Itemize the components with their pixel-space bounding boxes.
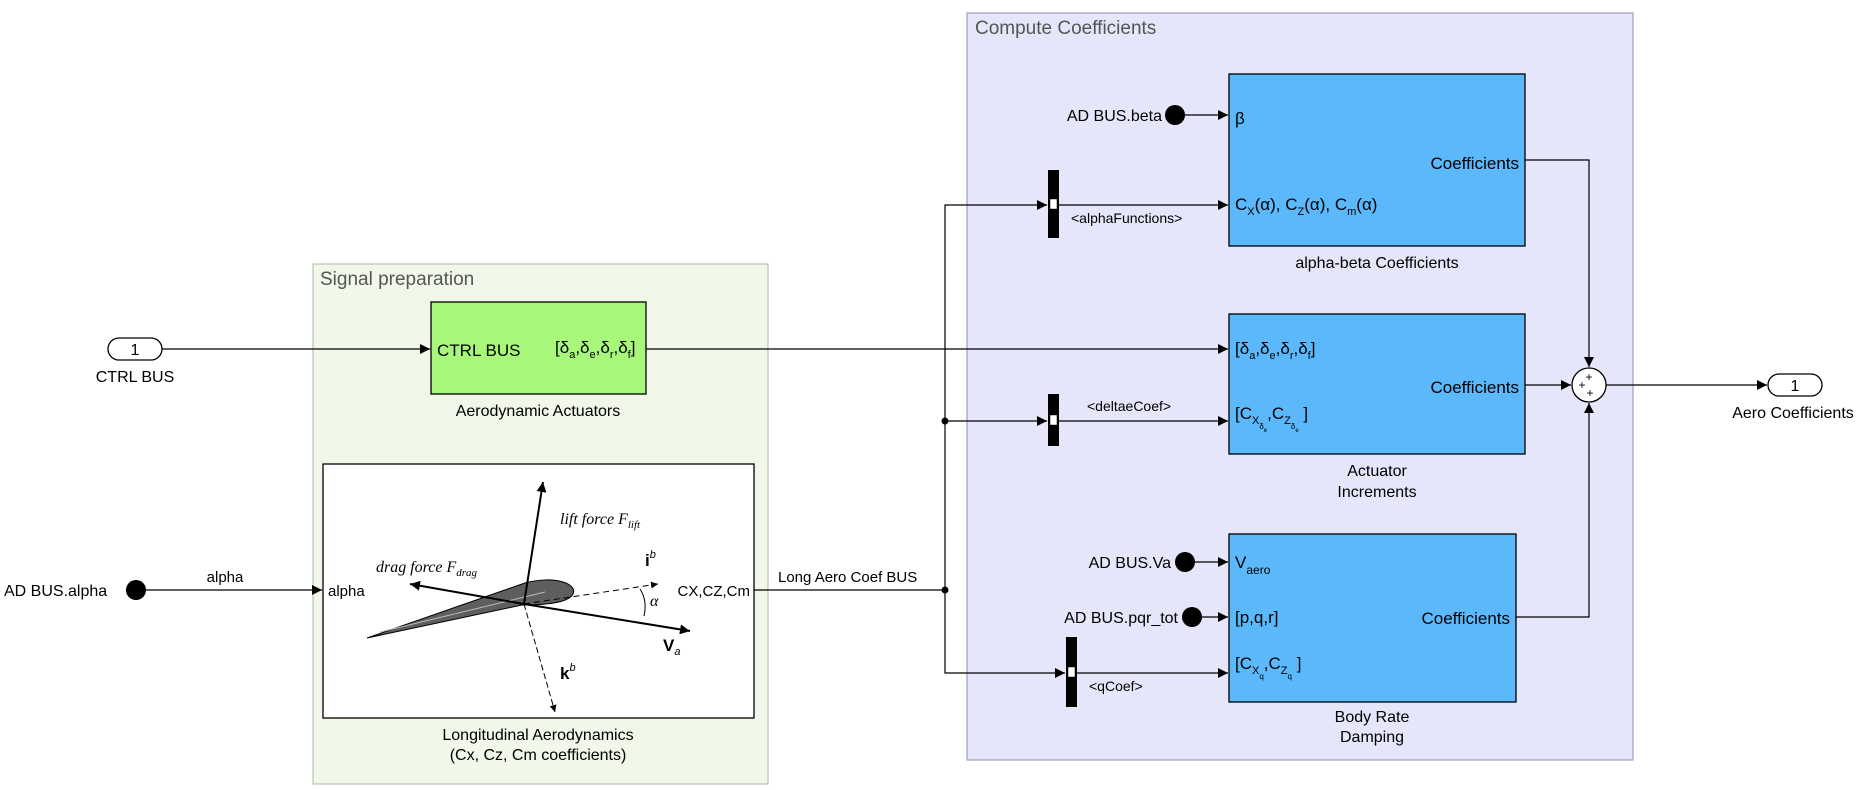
body-rate-input-pqr: [p,q,r] [1235,608,1278,627]
signal-label-alpha: alpha [207,569,244,586]
bus-selector-q-coef[interactable] [1066,637,1077,707]
body-rate-name-2: Damping [1340,729,1404,746]
signal-label-alpha-functions: <alphaFunctions> [1071,210,1182,226]
kb-axis [523,603,557,713]
alpha-beta-block-name: alpha-beta Coefficients [1295,255,1458,272]
branch-point-upper [941,417,949,425]
signal-preparation-title: Signal preparation [320,269,474,290]
outport-number: 1 [1791,378,1800,395]
airfoil-illustration: lift force Flift drag force Fdrag ib α V… [366,481,691,713]
inport-ctrl-bus[interactable]: 1 [107,337,163,361]
sum-sign-bottom: + [1586,386,1593,400]
alpha-beta-output: Coefficients [1430,154,1519,173]
alpha-beta-input-beta: β [1235,109,1245,128]
actuator-increments-input-deltas: [δa,δe,δr,δf] [1235,339,1315,362]
actuators-input-label: CTRL BUS [437,341,520,360]
from-tag-pqr-label: AD BUS.pqr_tot [1064,610,1178,627]
airfoil-shape [366,579,575,639]
longitudinal-aerodynamics-block[interactable]: alpha CX,CZ,Cm lift force Flift drag for… [322,463,755,719]
from-tag-va[interactable] [1175,552,1195,572]
line-alpha-beta-to-sum [1525,159,1594,367]
from-tag-pqr[interactable] [1182,607,1202,627]
body-rate-damping-block[interactable]: Vaero [p,q,r] [CXq,CZq ] Coefficients [1228,533,1517,703]
ib-label: ib [645,549,656,570]
va-label: Va [663,636,680,658]
ib-axis [523,581,659,605]
from-tag-beta[interactable] [1165,105,1185,125]
signal-label-q-coef: <qCoef> [1089,678,1143,694]
longitudinal-block-name-1: Longitudinal Aerodynamics [442,727,633,744]
lift-arrow [523,481,547,605]
actuators-output-label: [δa,δe,δr,δf] [555,338,635,361]
from-tag-va-label: AD BUS.Va [1089,555,1172,572]
sum-sign-left: + [1578,378,1585,392]
va-arrow [523,603,691,635]
sum-block[interactable]: + + + [1571,367,1607,403]
line-bus-to-qcoef [944,590,1065,678]
from-tag-alpha-label: AD BUS.alpha [4,583,107,600]
alpha-label: α [650,593,659,610]
bus-selector-deltae-coef[interactable] [1048,394,1059,446]
aerodynamic-actuators-block[interactable]: CTRL BUS [δa,δe,δr,δf] [430,301,647,395]
bus-selector-alpha-functions[interactable] [1048,170,1059,238]
actuators-block-name: Aerodynamic Actuators [456,403,621,420]
signal-lines [146,110,1767,678]
alpha-beta-input-alpha-functions: CX(α), CZ(α), Cm(α) [1235,195,1377,218]
longitudinal-block-name-2: (Cx, Cz, Cm coefficients) [450,747,627,764]
actuator-increments-name-2: Increments [1337,484,1416,501]
actuator-increments-block[interactable]: [δa,δe,δr,δf] [CXδe,CZδe ] Coefficients [1228,313,1526,455]
sum-sign-top: + [1585,370,1592,384]
longitudinal-output-label: CX,CZ,Cm [678,583,751,600]
inport-number: 1 [131,342,140,359]
drag-label: drag force Fdrag [376,559,478,579]
alpha-arc [639,588,646,617]
from-tag-beta-label: AD BUS.beta [1067,108,1162,125]
compute-coefficients-title: Compute Coefficients [975,18,1156,39]
lift-label: lift force Flift [560,511,641,531]
inport-label: CTRL BUS [96,369,175,386]
actuator-increments-output: Coefficients [1430,378,1519,397]
drag-arrow [409,580,525,605]
signal-label-deltae-coef: <deltaeCoef> [1087,398,1171,414]
outport-aero-coefficients[interactable]: 1 [1767,373,1823,397]
from-tag-alpha[interactable] [126,580,146,600]
signal-label-long-bus: Long Aero Coef BUS [778,569,917,586]
branch-point-lower [941,586,949,594]
body-rate-name-1: Body Rate [1335,709,1410,726]
line-body-rate-to-sum [1516,403,1594,618]
line-bus-to-alpha-functions [944,200,1047,590]
kb-label: kb [560,662,576,683]
alpha-beta-coefficients-block[interactable]: β CX(α), CZ(α), Cm(α) Coefficients [1228,73,1526,247]
body-rate-output: Coefficients [1421,609,1510,628]
outport-label: Aero Coefficients [1732,405,1854,422]
longitudinal-input-label: alpha [328,583,365,600]
actuator-increments-name-1: Actuator [1347,463,1407,480]
